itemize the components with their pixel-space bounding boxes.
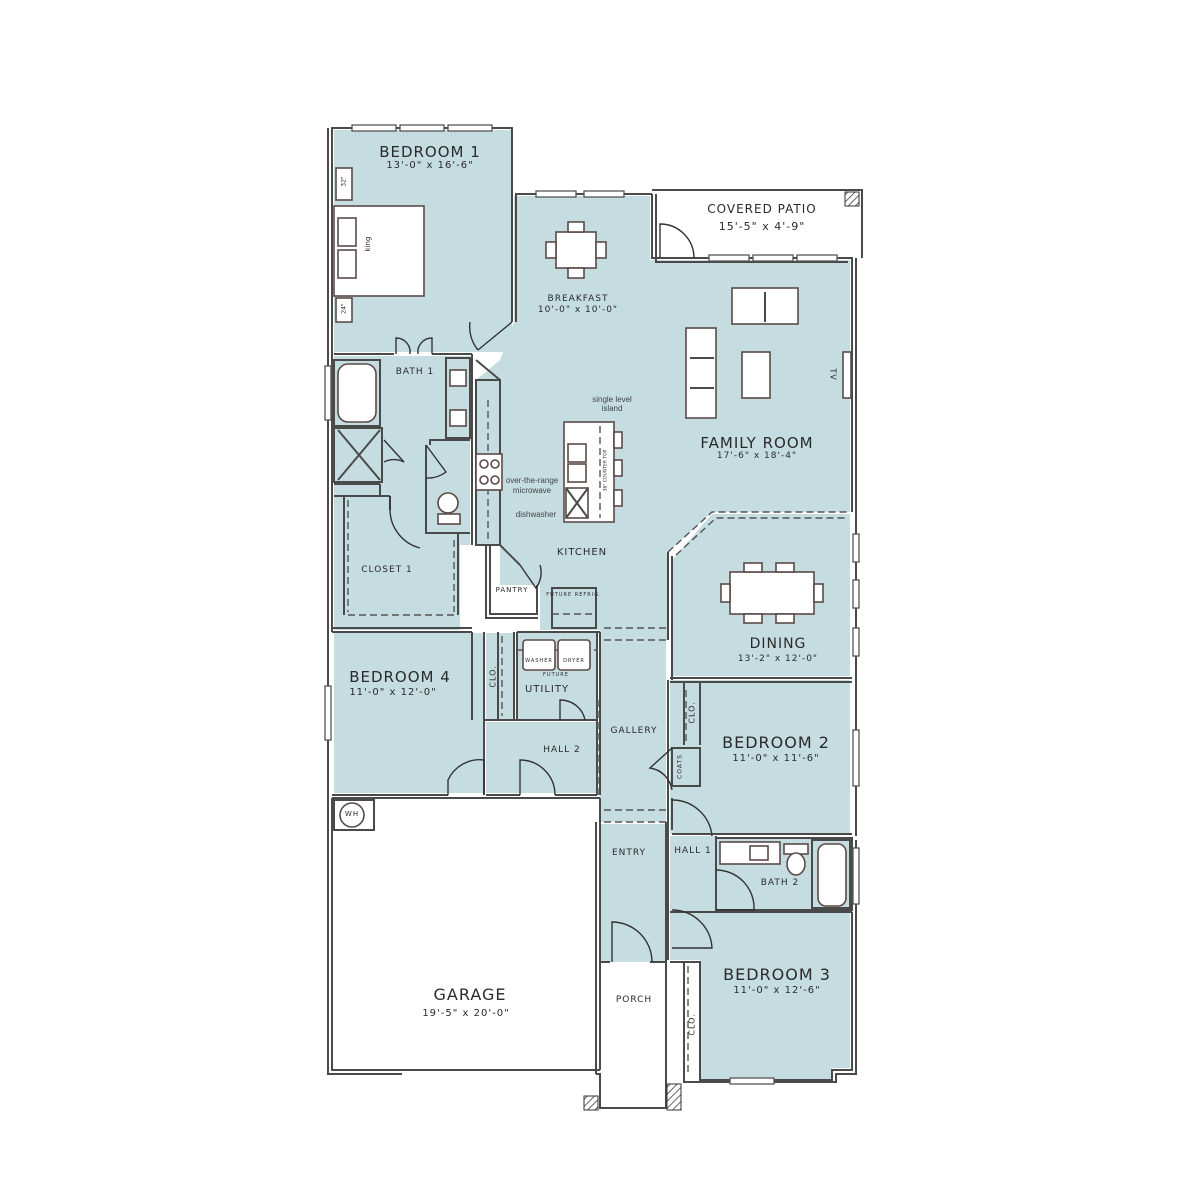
label-tv: TV — [828, 368, 838, 381]
room-label-bath-1: BATH 1 — [395, 367, 435, 377]
room-hall-2 — [486, 722, 597, 793]
dryer — [557, 639, 591, 671]
room-label-utility: UTILITY — [524, 684, 570, 695]
label-king-bed: king — [364, 236, 372, 252]
room-label-hall-2: HALL 2 — [543, 745, 581, 755]
room-size-bedroom-4: 11'-0" x 12'-0" — [349, 687, 437, 698]
room-size-breakfast: 10'-0" x 10'-0" — [537, 305, 619, 315]
room-label-family-room: FAMILY ROOM — [700, 434, 814, 452]
range — [475, 453, 503, 491]
sofa — [685, 327, 717, 419]
room-size-bedroom-1: 13'-0" x 16'-6" — [386, 160, 474, 171]
breakfast-table — [555, 231, 597, 269]
room-size-bedroom-2: 11'-0" x 11'-6" — [732, 753, 820, 764]
room-label-bedroom-4: BEDROOM 4 — [349, 668, 451, 686]
label-future: FUTURE — [543, 672, 569, 678]
room-gallery — [600, 640, 666, 822]
annotation-island-line2: island — [601, 404, 623, 413]
room-size-covered-patio: 15'-5" x 4'-9" — [718, 220, 806, 233]
room-entry — [600, 824, 666, 962]
room-label-hall-1: HALL 1 — [674, 846, 712, 856]
label-washer: WASHER — [525, 658, 553, 664]
room-size-family-room: 17'-6" x 18'-4" — [716, 451, 798, 461]
room-label-garage: GARAGE — [433, 985, 507, 1004]
label-nightstand-top: 32" — [340, 176, 348, 187]
room-label-pantry: PANTRY — [495, 586, 529, 594]
annotation-microwave-line2: microwave — [512, 486, 552, 495]
tv-stand — [842, 351, 852, 399]
label-dryer: DRYER — [563, 658, 585, 664]
room-label-dining: DINING — [749, 636, 807, 652]
room-label-bath-2: BATH 2 — [760, 878, 800, 888]
room-closet-bedroom-4 — [486, 633, 514, 719]
bathtub-1 — [337, 363, 377, 423]
room-label-gallery: GALLERY — [610, 726, 658, 736]
room-bedroom-3 — [670, 912, 850, 1080]
annotation-island-line1: single level — [592, 395, 632, 404]
label-closet-bedroom-4: CLO. — [488, 665, 498, 688]
label-nightstand-bottom: 24" — [340, 303, 348, 314]
room-label-porch: PORCH — [615, 995, 653, 1005]
label-closet-bedroom-2: CLO. — [687, 701, 697, 724]
doors — [383, 223, 755, 963]
toilet-1 — [437, 492, 459, 514]
room-size-bedroom-3: 11'-0" x 12'-6" — [733, 985, 821, 996]
label-future-refrig: FUTURE REFRIG. — [546, 592, 602, 598]
room-bedroom-4 — [334, 633, 484, 793]
dining-table — [729, 571, 815, 615]
room-label-bedroom-1: BEDROOM 1 — [379, 143, 481, 161]
furniture — [333, 167, 860, 1111]
room-label-kitchen: KITCHEN — [556, 547, 608, 558]
label-water-heater: WH — [344, 810, 360, 818]
room-size-garage: 19'-5" x 20'-0" — [422, 1008, 510, 1019]
room-bath-1 — [334, 356, 470, 630]
toilet-2 — [786, 852, 806, 876]
water-heater — [339, 802, 365, 828]
room-label-covered-patio: COVERED PATIO — [707, 202, 817, 216]
room-label-entry: ENTRY — [611, 848, 647, 858]
room-label-bedroom-2: BEDROOM 2 — [722, 733, 830, 752]
annotation-dishwasher: dishwasher — [515, 510, 557, 519]
annotation-microwave-line1: over-the-range — [505, 476, 559, 485]
coffee-table — [741, 351, 771, 399]
room-label-breakfast: BREAKFAST — [547, 294, 609, 304]
windows — [324, 124, 860, 1085]
room-size-dining: 13'-2" x 12'-0" — [737, 654, 819, 664]
label-coats: COATS — [676, 754, 684, 779]
room-label-closet-1: CLOSET 1 — [361, 565, 413, 575]
washer — [522, 639, 556, 671]
room-label-bedroom-3: BEDROOM 3 — [723, 965, 831, 984]
label-closet-bedroom-3: CLO. — [687, 1013, 697, 1036]
label-counter-top: 36" COUNTER TOP — [603, 449, 609, 492]
bathtub-2 — [817, 843, 847, 907]
